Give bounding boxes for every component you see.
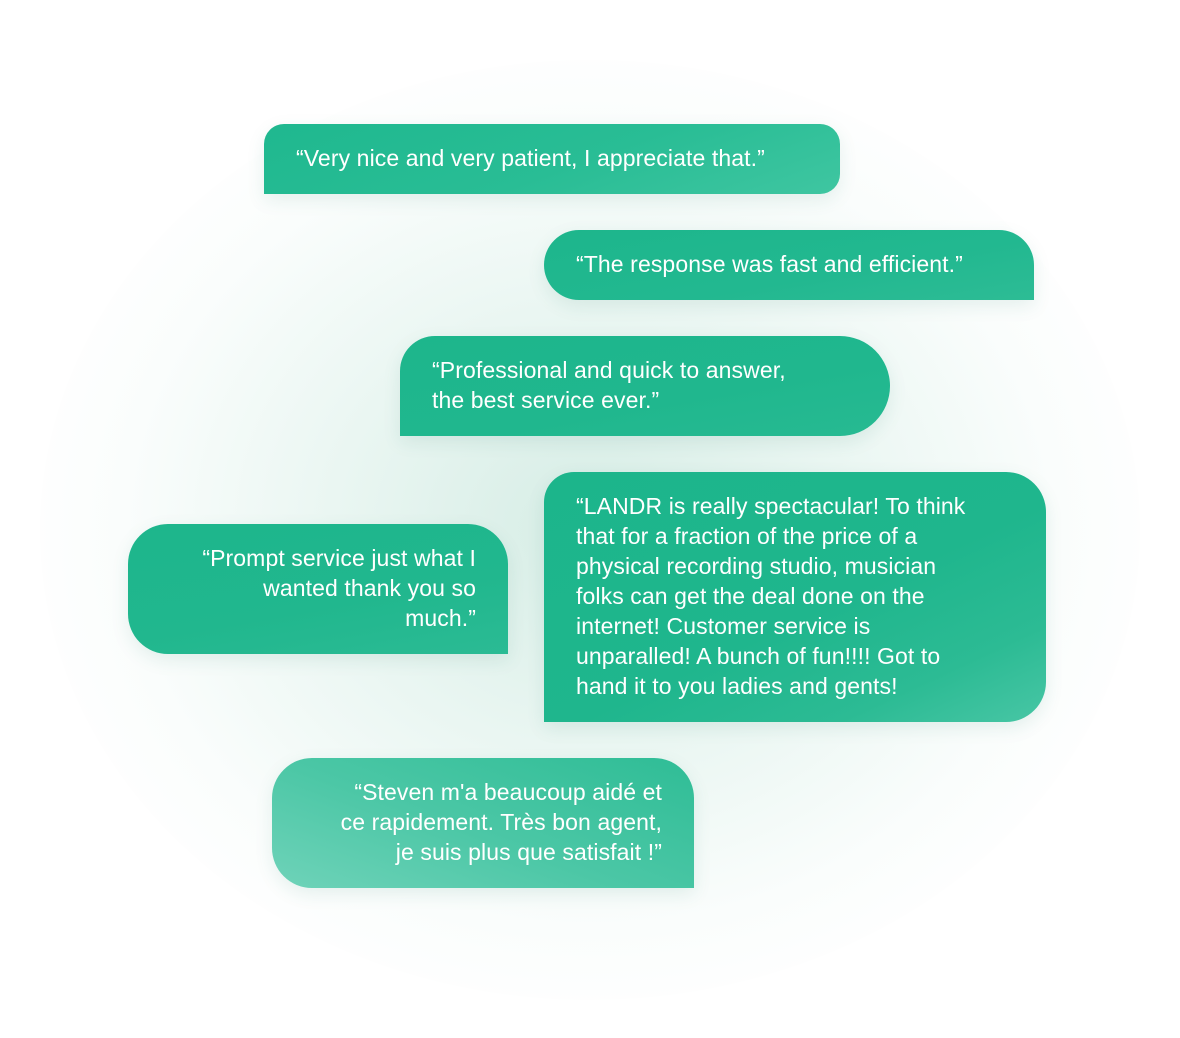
testimonial-text: “The response was fast and efficient.” — [576, 251, 963, 277]
testimonial-bubble-2: “The response was fast and efficient.” — [544, 230, 1034, 300]
testimonial-text: “Professional and quick to answer,the be… — [432, 357, 786, 413]
testimonial-text: “Very nice and very patient, I appreciat… — [296, 145, 765, 171]
testimonial-bubble-1: “Very nice and very patient, I appreciat… — [264, 124, 840, 194]
testimonial-bubble-3: “Professional and quick to answer,the be… — [400, 336, 890, 436]
